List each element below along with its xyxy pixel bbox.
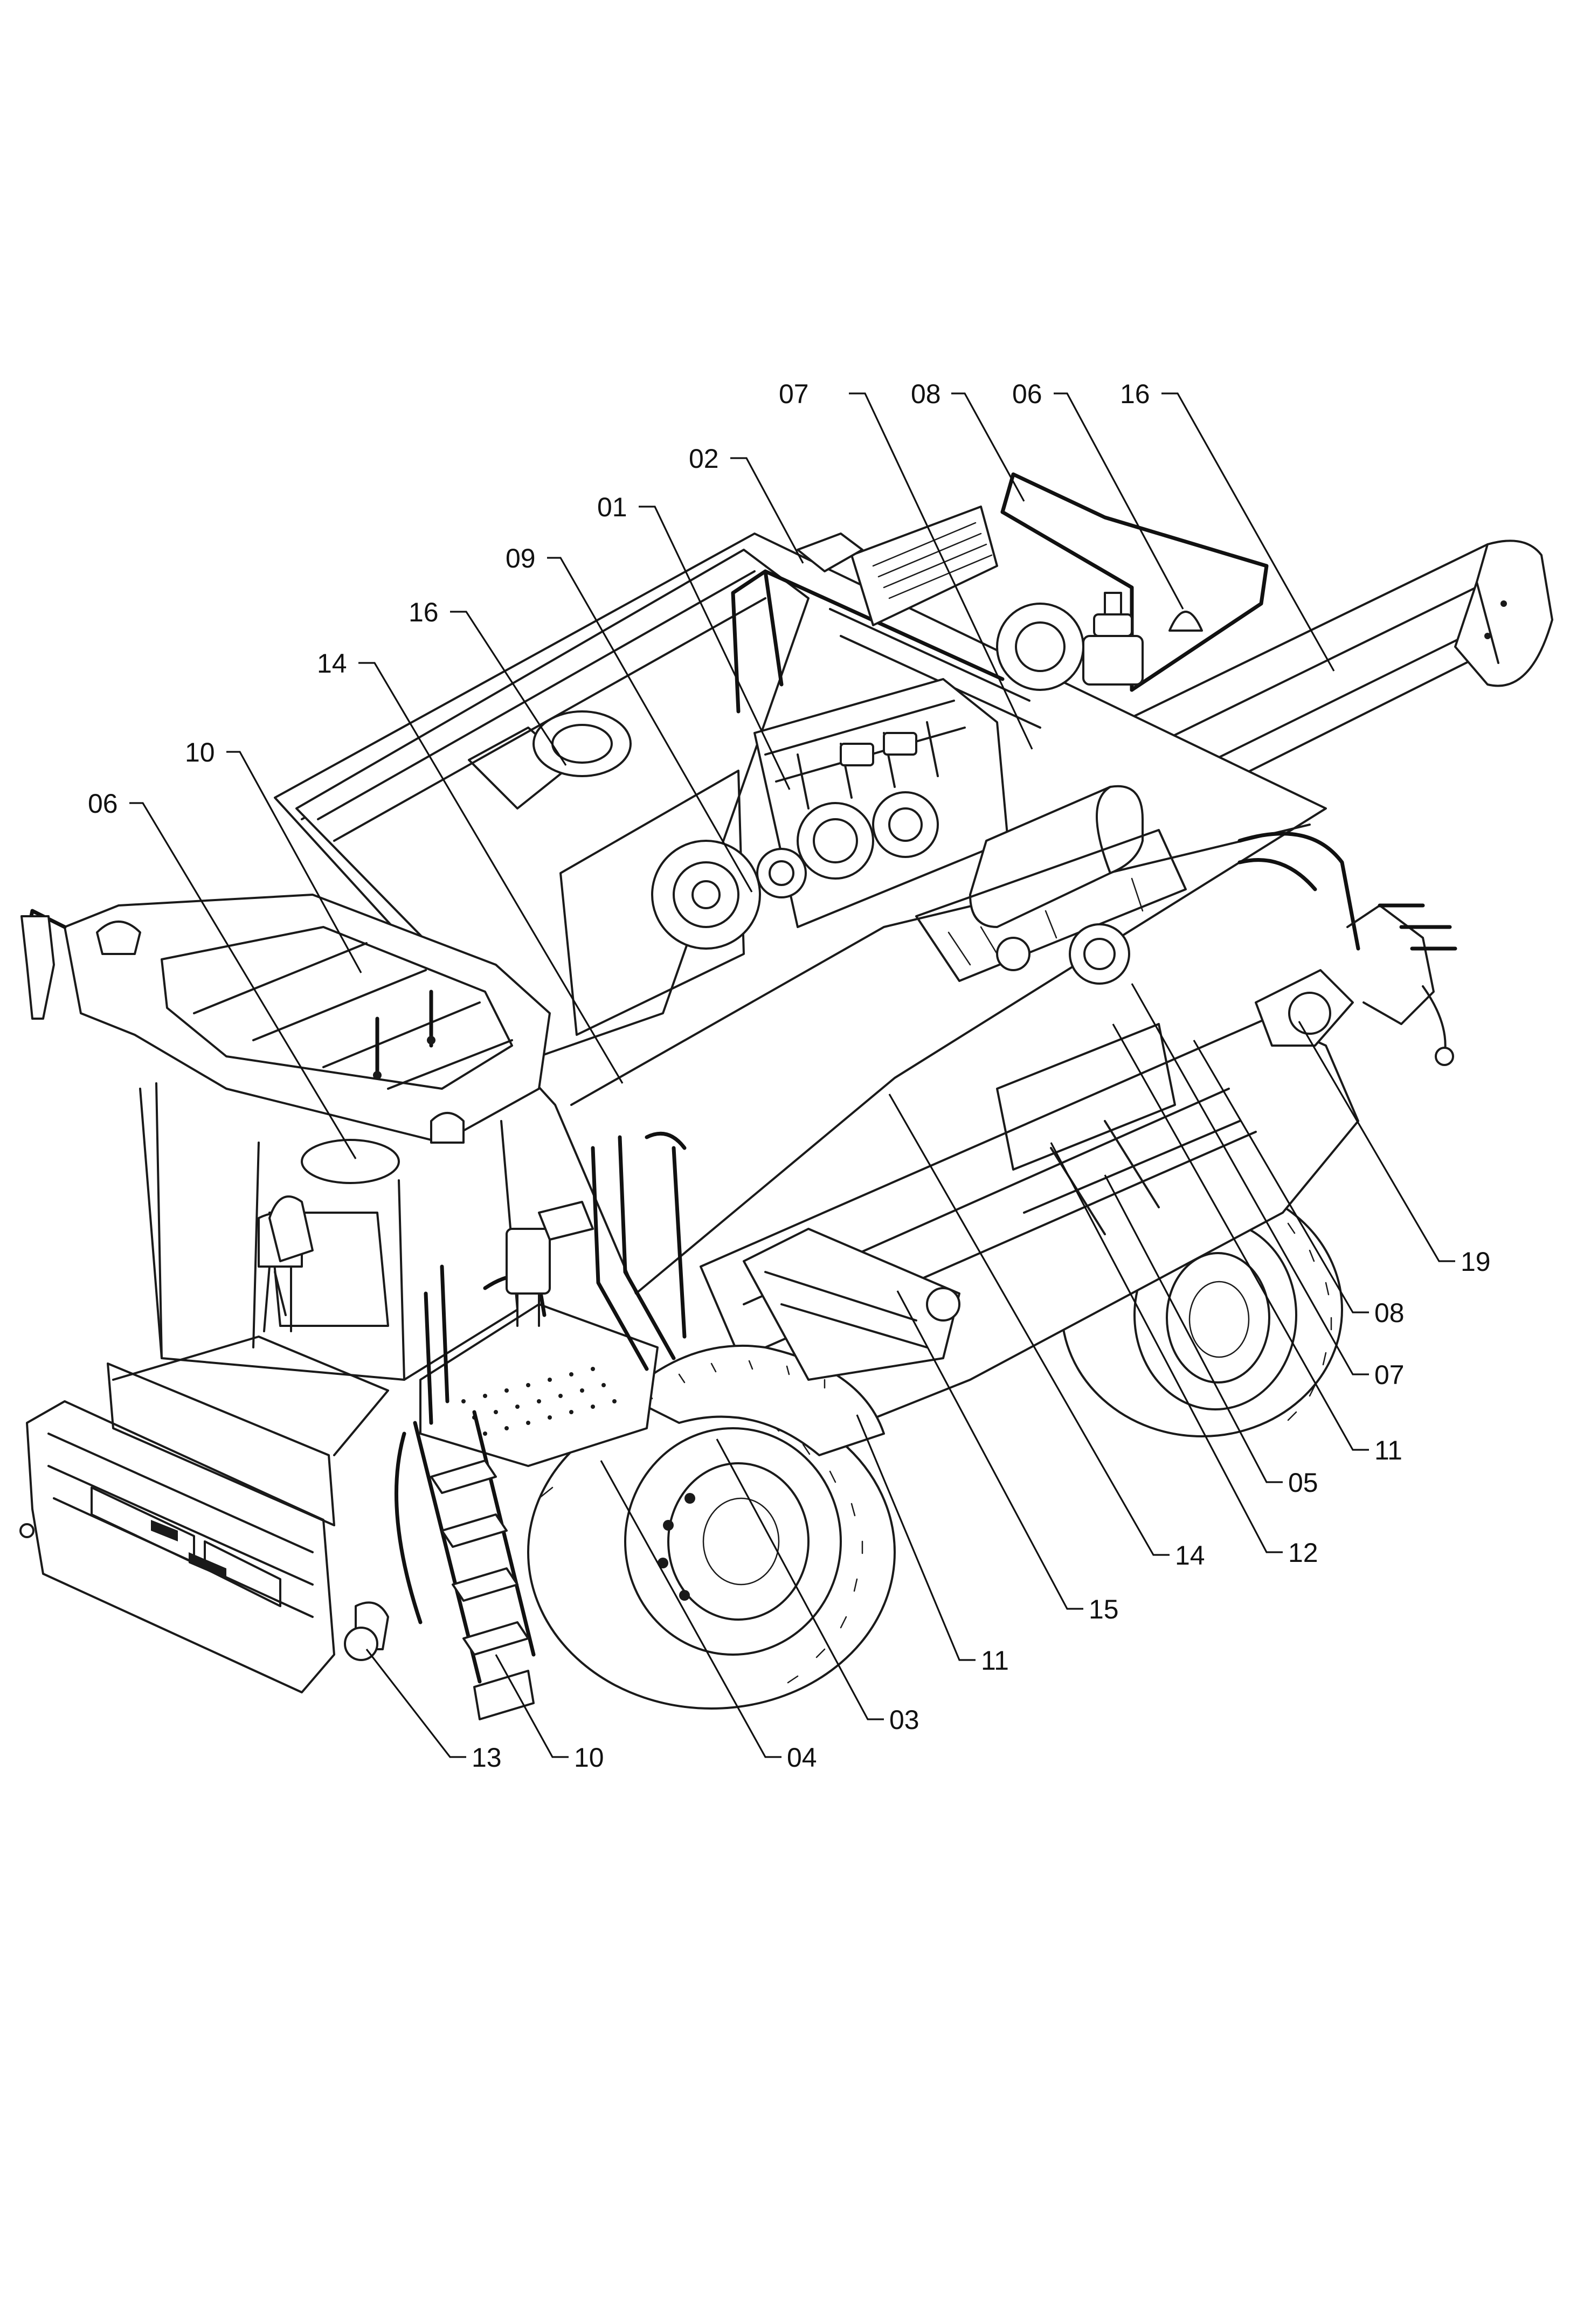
callout-04: 04: [787, 1742, 817, 1773]
radiator-package: [797, 506, 998, 626]
rear-frame-right: [1237, 832, 1457, 1066]
callout-02: 02: [689, 444, 719, 474]
callout-16-top: 16: [1120, 379, 1150, 409]
callout-06-top: 06: [1012, 379, 1042, 409]
callout-08-right: 08: [1374, 1298, 1405, 1328]
callout-05: 05: [1288, 1468, 1318, 1498]
engine: [753, 678, 1009, 928]
leader-06-top: [1054, 392, 1184, 610]
callout-15: 15: [1089, 1594, 1119, 1624]
callout-labels: 07 08 06 16 02 01 09 16 14 10 06 19 08 0…: [88, 379, 1491, 1773]
leader-08-top: [951, 392, 1025, 502]
leader-13: [365, 1649, 466, 1758]
leader-02: [730, 457, 804, 564]
cab-roof: [64, 894, 551, 1184]
air-cleaner: [996, 592, 1203, 691]
leader-04: [600, 1460, 781, 1758]
handrails: [424, 1131, 687, 1425]
left-mirror: [20, 909, 67, 1020]
callout-11-right: 11: [1374, 1435, 1402, 1465]
leader-08-right: [1193, 1040, 1369, 1313]
leader-11-bottom: [856, 1414, 976, 1661]
leader-10-left: [226, 751, 362, 973]
callout-07-right: 07: [1374, 1360, 1405, 1390]
front-axle: [743, 1228, 960, 1381]
leader-03: [716, 1438, 884, 1720]
cab-joystick: [268, 1195, 314, 1316]
callout-16-left: 16: [409, 597, 439, 627]
leader-14-left: [358, 662, 624, 1084]
cab-column: [506, 1201, 594, 1327]
leader-11-right: [1112, 1023, 1369, 1451]
callout-19: 19: [1461, 1247, 1491, 1277]
leader-05: [1104, 1174, 1283, 1483]
callout-08-top: 08: [911, 379, 941, 409]
leader-10-bottom: [495, 1654, 569, 1758]
leader-12: [1050, 1142, 1283, 1553]
callout-leaders: [129, 392, 1455, 1758]
leader-16-top: [1161, 392, 1335, 672]
leader-16-left: [450, 611, 567, 766]
leader-01: [639, 506, 791, 790]
leader-15: [896, 1290, 1083, 1610]
callout-12: 12: [1288, 1538, 1318, 1568]
access-ladder: [394, 1410, 536, 1720]
hydraulic-valves: [915, 829, 1187, 985]
callout-03: 03: [889, 1705, 919, 1735]
leader-07-right: [1131, 983, 1369, 1375]
callout-01: 01: [597, 492, 627, 522]
leader-09: [547, 557, 753, 893]
combine-harvester-line-art: [19, 472, 1553, 1720]
leader-19: [1298, 1021, 1455, 1262]
exhaust-canister: [969, 785, 1144, 928]
leader-06-left: [129, 802, 357, 1159]
front-left-wheel: [527, 1395, 896, 1710]
callout-10-left: 10: [185, 737, 215, 767]
callout-10-bottom: 10: [574, 1742, 604, 1773]
feeder-house-front: [19, 1336, 389, 1693]
grain-tank: [295, 549, 810, 1057]
leader-14-bottom: [888, 1094, 1170, 1556]
leader-07-top: [849, 392, 1033, 750]
callout-14-bottom: 14: [1175, 1540, 1205, 1571]
callout-13: 13: [472, 1742, 502, 1773]
callout-14-left: 14: [317, 648, 347, 679]
callout-11-bottom: 11: [981, 1645, 1009, 1676]
callout-09: 09: [506, 543, 536, 573]
callout-06-left: 06: [88, 788, 118, 819]
callout-07-top: 07: [779, 379, 809, 409]
